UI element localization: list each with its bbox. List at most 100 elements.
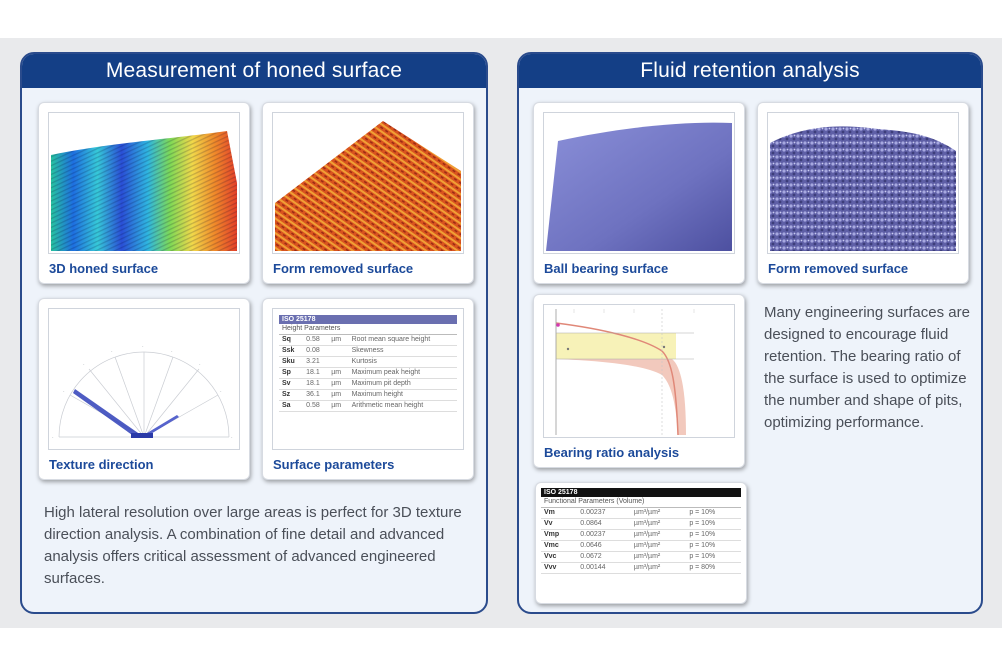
- table-cell: 36.1: [303, 389, 329, 401]
- table-cell: 0.00237: [577, 508, 631, 519]
- form-removed-surface-image: [272, 112, 464, 254]
- table-cell: p = 10%: [686, 508, 741, 519]
- table-cell: 0.00237: [577, 529, 631, 541]
- table-cell: µm³/µm²: [630, 508, 687, 519]
- table-cell: 0.0864: [577, 518, 631, 530]
- table-cell: 0.08: [303, 345, 329, 357]
- table-cell: µm: [328, 378, 349, 390]
- description-text: Many engineering surfaces are designed t…: [764, 304, 970, 431]
- card-form-removed-surface[interactable]: Form removed surface: [262, 102, 474, 284]
- table-cell: p = 10%: [686, 529, 741, 541]
- table-subheader: Height Parameters: [279, 324, 457, 335]
- table-cell: Sv: [279, 378, 304, 390]
- table-cell: Vmc: [541, 540, 578, 552]
- caption: Form removed surface: [768, 261, 909, 276]
- table-cell: 3.21: [303, 356, 329, 368]
- table-cell: p = 10%: [686, 551, 741, 563]
- svg-text:·: ·: [83, 362, 85, 368]
- caption: Form removed surface: [273, 261, 414, 276]
- card-ball-bearing-surface[interactable]: Ball bearing surface: [533, 102, 745, 284]
- card-texture-direction[interactable]: · · · · · · · · · Texture direction: [38, 298, 250, 480]
- svg-text:·: ·: [220, 389, 222, 395]
- table-cell: Arithmetic mean height: [348, 400, 457, 412]
- card-bearing-ratio-analysis[interactable]: Bearing ratio analysis: [533, 294, 745, 468]
- caption: Bearing ratio analysis: [544, 445, 680, 460]
- table-cell: Skewness: [348, 345, 457, 357]
- table-cell: Sz: [279, 389, 304, 401]
- svg-text:·: ·: [171, 349, 173, 355]
- svg-text:·: ·: [231, 435, 233, 441]
- honed-surface-panel: Measurement of honed surface: [20, 52, 488, 614]
- table-cell: µm: [328, 389, 349, 401]
- panel-title: Fluid retention analysis: [519, 54, 981, 88]
- svg-text:·: ·: [63, 389, 65, 395]
- table-subheader: Functional Parameters (Volume): [541, 497, 741, 508]
- svg-text:·: ·: [52, 435, 54, 441]
- table-cell: Maximum height: [348, 389, 457, 401]
- table-cell: Sku: [279, 356, 304, 368]
- table-cell: 0.58: [303, 400, 329, 412]
- fluid-retention-panel: Fluid retention analysis Ball bearing su…: [517, 52, 983, 614]
- table-cell: Vm: [541, 508, 578, 519]
- table-header: ISO 25178: [541, 488, 741, 497]
- table-cell: Ssk: [279, 345, 304, 357]
- table-cell: µm: [328, 367, 349, 379]
- table-cell: 18.1: [303, 378, 329, 390]
- table-cell: µm³/µm²: [630, 562, 687, 574]
- table-cell: µm: [328, 335, 349, 346]
- svg-text:·: ·: [142, 344, 144, 350]
- table-cell: Sq: [279, 335, 304, 346]
- table-cell: Vv: [541, 518, 578, 530]
- table-cell: µm: [328, 400, 349, 412]
- caption: Texture direction: [49, 457, 154, 472]
- svg-text:·: ·: [199, 362, 201, 368]
- table-cell: [328, 356, 349, 368]
- texture-direction-polar-plot: · · · · · · · · ·: [48, 308, 240, 450]
- 3d-honed-surface-image: [48, 112, 240, 254]
- bearing-ratio-chart: [543, 304, 735, 438]
- caption: 3D honed surface: [49, 261, 159, 276]
- description-text: High lateral resolution over large areas…: [44, 504, 462, 587]
- table-cell: Vmp: [541, 529, 578, 541]
- rough-surface-image: [767, 112, 959, 254]
- table-cell: Vvc: [541, 551, 578, 563]
- table-cell: p = 10%: [686, 540, 741, 552]
- table-cell: µm³/µm²: [630, 551, 687, 563]
- table-cell: p = 10%: [686, 518, 741, 530]
- table-cell: Maximum pit depth: [348, 378, 457, 390]
- table-cell: p = 80%: [686, 562, 741, 574]
- panel-title: Measurement of honed surface: [22, 54, 486, 88]
- table-cell: Root mean square height: [348, 335, 457, 346]
- table-cell: 18.1: [303, 367, 329, 379]
- table-cell: µm³/µm²: [630, 518, 687, 530]
- table-header: ISO 25178: [279, 315, 457, 324]
- table-cell: 0.0646: [577, 540, 631, 552]
- card-3d-honed-surface[interactable]: 3D honed surface: [38, 102, 250, 284]
- table-cell: 0.0672: [577, 551, 631, 563]
- volume-parameters-table: ISO 25178 Functional Parameters (Volume)…: [541, 488, 741, 598]
- svg-text:·: ·: [111, 349, 113, 355]
- table-cell: 0.58: [303, 335, 329, 346]
- table-cell: Sp: [279, 367, 304, 379]
- card-form-removed-surface-rough[interactable]: Form removed surface: [757, 102, 969, 284]
- table-cell: [328, 345, 349, 357]
- ball-bearing-surface-image: [543, 112, 735, 254]
- table-cell: Kurtosis: [348, 356, 457, 368]
- caption: Surface parameters: [273, 457, 395, 472]
- card-volume-parameters-table[interactable]: ISO 25178 Functional Parameters (Volume)…: [535, 482, 747, 604]
